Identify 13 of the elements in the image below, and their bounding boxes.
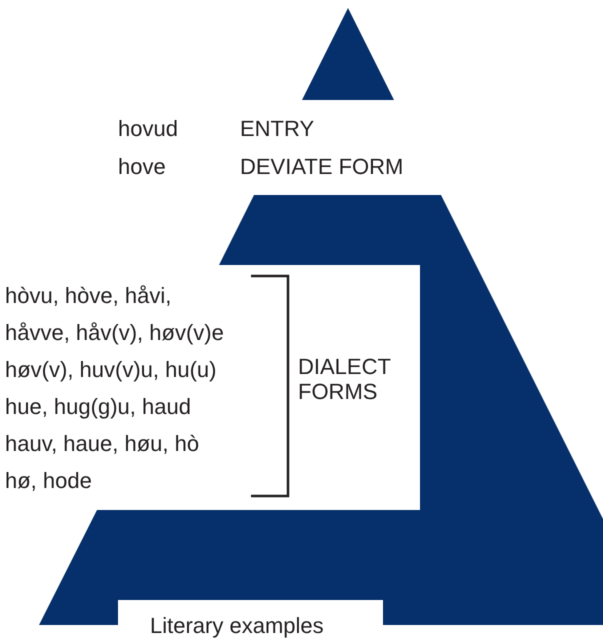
category-label: Literary examples <box>150 613 324 639</box>
category-label: DIALECT <box>298 354 391 380</box>
word-list-line: hòvu, hòve, håvi, <box>5 283 172 309</box>
word-list-line: hø, hode <box>5 468 92 494</box>
word-label: hove <box>118 154 166 180</box>
word-list-line: hauv, haue, høu, hò <box>5 431 200 457</box>
category-label: ENTRY <box>240 116 314 142</box>
word-label: hovud <box>118 116 178 142</box>
category-label: FORMS <box>298 379 378 405</box>
word-list-line: håvve, håv(v), høv(v)e <box>5 320 224 346</box>
category-label: DEVIATE FORM <box>240 154 404 180</box>
word-list-line: høv(v), huv(v)u, hu(u) <box>5 357 216 383</box>
word-list-line: hue, hug(g)u, haud <box>5 394 191 420</box>
